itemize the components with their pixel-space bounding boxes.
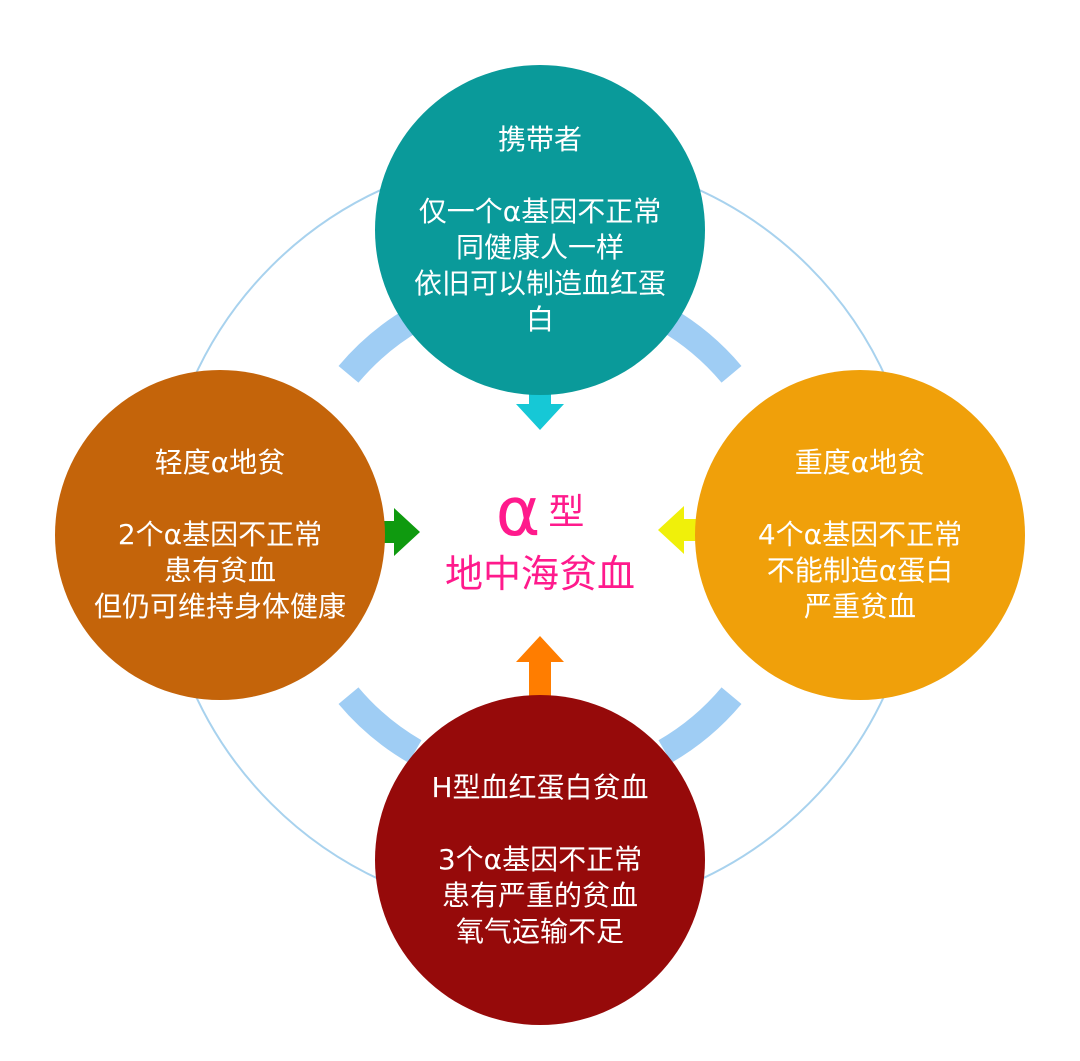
node-hbh-line-1: 3个α基因不正常 xyxy=(437,843,643,876)
node-severe-line-3: 严重贫血 xyxy=(803,590,916,623)
center-subtitle: 地中海贫血 xyxy=(444,552,635,596)
node-severe-line-2: 不能制造α蛋白 xyxy=(766,554,954,587)
node-carrier: 携带者 仅一个α基因不正常 同健康人一样 依旧可以制造血红蛋 白 xyxy=(375,65,705,395)
node-severe-title: 重度α地贫 xyxy=(794,446,926,479)
node-carrier-line-1: 仅一个α基因不正常 xyxy=(418,195,662,228)
node-carrier-line-3: 依旧可以制造血红蛋 xyxy=(413,267,666,300)
node-carrier-title: 携带者 xyxy=(497,123,582,156)
node-hbh-line-3: 氧气运输不足 xyxy=(455,915,624,948)
node-hbh: H型血红蛋白贫血 3个α基因不正常 患有严重的贫血 氧气运输不足 xyxy=(375,695,705,1025)
node-hbh-line-2: 患有严重的贫血 xyxy=(441,879,638,912)
ring-band-bottom-left xyxy=(338,687,422,763)
node-mild-title: 轻度α地贫 xyxy=(154,446,286,479)
node-mild-line-1: 2个α基因不正常 xyxy=(117,518,323,551)
node-carrier-line-4: 白 xyxy=(525,303,554,336)
arrows xyxy=(350,360,728,706)
arrow-bottom xyxy=(516,636,564,706)
node-mild: 轻度α地贫 2个α基因不正常 患有贫血 但仍可维持身体健康 xyxy=(55,370,385,700)
node-mild-line-3: 但仍可维持身体健康 xyxy=(93,590,346,623)
node-severe: 重度α地贫 4个α基因不正常 不能制造α蛋白 严重贫血 xyxy=(695,370,1025,700)
arrow-right xyxy=(658,506,728,554)
node-severe-line-1: 4个α基因不正常 xyxy=(757,518,963,551)
ring-band-bottom-right xyxy=(658,687,742,763)
center-type: 型 xyxy=(548,492,585,533)
arrow-left xyxy=(350,508,420,556)
arrow-top xyxy=(516,360,564,430)
node-hbh-title: H型血红蛋白贫血 xyxy=(431,771,649,804)
node-mild-line-2: 患有贫血 xyxy=(163,554,276,587)
node-carrier-line-2: 同健康人一样 xyxy=(455,231,624,264)
center-alpha: α xyxy=(495,473,541,552)
